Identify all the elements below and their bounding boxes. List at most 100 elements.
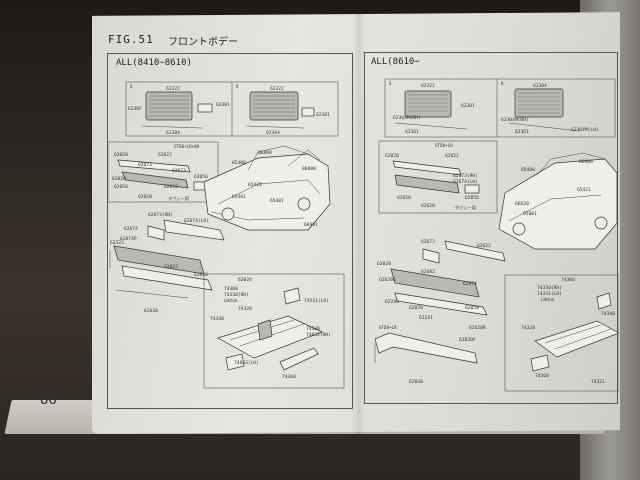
part-number-label: 62020 <box>112 176 126 182</box>
page-fold-shadow <box>352 14 366 434</box>
diagram-note: STD8+LR <box>435 143 453 148</box>
part-number-label: 86890 <box>258 150 272 156</box>
part-number-label: 62020 <box>421 203 435 209</box>
part-number-label: 62240 <box>385 299 399 305</box>
diagram-note: LHのみ <box>541 297 554 303</box>
part-number-label: 62020R <box>469 325 486 331</box>
bumper-face-bar <box>374 332 478 364</box>
part-number-label: 62874P <box>120 236 137 242</box>
part-number-label: 62050 <box>465 305 479 311</box>
part-number-label: 74300 <box>224 286 238 292</box>
part-number-label: 62020 <box>409 305 423 311</box>
diagram-note: K <box>501 81 504 86</box>
front-bumper-lower-right <box>390 240 506 316</box>
front-floor-panel <box>217 287 323 371</box>
diagram-note: STD8+LR+08 <box>174 144 200 149</box>
part-number-label: 74300 <box>561 277 575 283</box>
part-number-label: 65420 <box>248 182 262 188</box>
part-number-label: 74321 <box>591 379 605 385</box>
front-bumper-lower <box>109 219 225 299</box>
diagram-note: タクシー用 <box>455 204 476 211</box>
diagram-panel-right: ALL(8610− S K 62322 62301 62304M <box>364 52 619 404</box>
part-number-label: 62022 <box>158 152 172 158</box>
part-number-label: 62030 <box>144 308 158 314</box>
bumper-subdiagram-box <box>108 141 219 203</box>
part-number-label: 62030 <box>409 379 423 385</box>
part-number-label: 74331(LH) <box>537 291 562 297</box>
part-number-label: 62322 <box>110 240 124 246</box>
part-number-label: 62673 <box>421 239 435 245</box>
part-number-label: 62304 <box>533 83 547 89</box>
right-parts-diagram: S K 62322 62301 62304M(RH) 62361 62304 6… <box>374 78 619 392</box>
part-number-label: 74340 <box>210 316 224 322</box>
car-body-drawing-right <box>498 152 618 250</box>
grille-k-right <box>508 88 580 132</box>
front-floor-panel-right <box>530 292 619 372</box>
part-number-label: 74330 <box>306 326 320 332</box>
part-number-label: 65801 <box>523 211 537 217</box>
panel-left-label: ALL(8410−8610) <box>116 58 192 68</box>
part-number-label: 62301 <box>216 102 230 108</box>
part-number-label: 62056 <box>194 174 208 180</box>
part-number-label: 74832(RH) <box>306 332 331 338</box>
part-number-label: 74330(RH) <box>537 285 562 291</box>
part-number-label: 62020 <box>385 153 399 159</box>
part-number-label: 62301 <box>461 103 475 109</box>
figure-number: FIG.51 <box>108 33 154 46</box>
part-number-label: 85400 <box>232 160 246 166</box>
part-number-label: 62020 <box>238 277 252 283</box>
car-body-drawing <box>203 145 331 231</box>
part-number-label: 62304 <box>166 130 180 136</box>
diagram-note: STD8+LR <box>379 325 397 330</box>
part-number-label: 62674 <box>124 226 138 232</box>
grille-s <box>141 91 213 129</box>
part-number-label: 62022 <box>445 153 459 159</box>
part-number-label: 6230F <box>128 106 142 112</box>
part-number-label: 62020F <box>459 337 476 343</box>
part-number-label: 62050 <box>397 195 411 201</box>
part-number-label: 62673 <box>138 162 152 168</box>
part-number-label: 62304M(RH) <box>501 117 529 123</box>
part-number-label: 62020G <box>379 277 396 283</box>
part-number-label: 74320 <box>521 325 535 331</box>
part-number-label: 62020 <box>377 261 391 267</box>
part-number-label: 62322 <box>421 83 435 89</box>
diagram-note: S <box>389 81 392 86</box>
part-number-label: 62322 <box>270 86 284 92</box>
part-number-label: 85400 <box>521 167 535 173</box>
part-number-label: 62361 <box>405 129 419 135</box>
part-number-label: 74330(RH) <box>224 292 249 298</box>
part-number-label: 62674 <box>463 281 477 287</box>
figure-name: フロントボデー <box>168 37 238 48</box>
part-number-label: 62020 <box>114 152 128 158</box>
part-number-label: 62050 <box>114 184 128 190</box>
part-number-label: 74360 <box>535 373 549 379</box>
grille-subdiagram-box-right <box>384 78 616 138</box>
part-number-label: 66901 <box>304 222 318 228</box>
part-number-label: 62673 <box>172 168 186 174</box>
part-number-label: 62022 <box>477 243 491 249</box>
floor-subdiagram-box <box>203 273 345 389</box>
front-bumper-upper <box>117 159 209 191</box>
grille-s-right <box>394 90 468 130</box>
part-number-label: 62020 <box>138 194 152 200</box>
diagram-panel-left: ALL(8410−8610) S K <box>107 53 353 409</box>
part-number-label: 62304M(LH) <box>571 127 599 133</box>
part-number-label: 86800 <box>302 166 316 172</box>
front-bumper-upper-right <box>392 160 480 194</box>
svg-text:S: S <box>130 84 133 89</box>
part-number-label: 62673(RH) <box>453 173 478 179</box>
part-number-label: 74340 <box>601 311 615 317</box>
part-number-label: 74331(LH) <box>304 298 329 304</box>
part-number-label: 62050 <box>164 184 178 190</box>
part-number-label: 62241 <box>419 315 433 321</box>
svg-text:K: K <box>236 84 239 89</box>
bumper-subdiagram-box-right <box>378 140 498 214</box>
floor-subdiagram-box-right <box>504 274 619 392</box>
part-number-label: 62304 <box>266 130 280 136</box>
grille-k <box>245 91 315 129</box>
part-number-label: 62022 <box>164 264 178 270</box>
part-number-label: 62674(LH) <box>453 179 478 185</box>
part-number-label: 62682 <box>421 269 435 275</box>
part-number-label: 62301 <box>316 112 330 118</box>
